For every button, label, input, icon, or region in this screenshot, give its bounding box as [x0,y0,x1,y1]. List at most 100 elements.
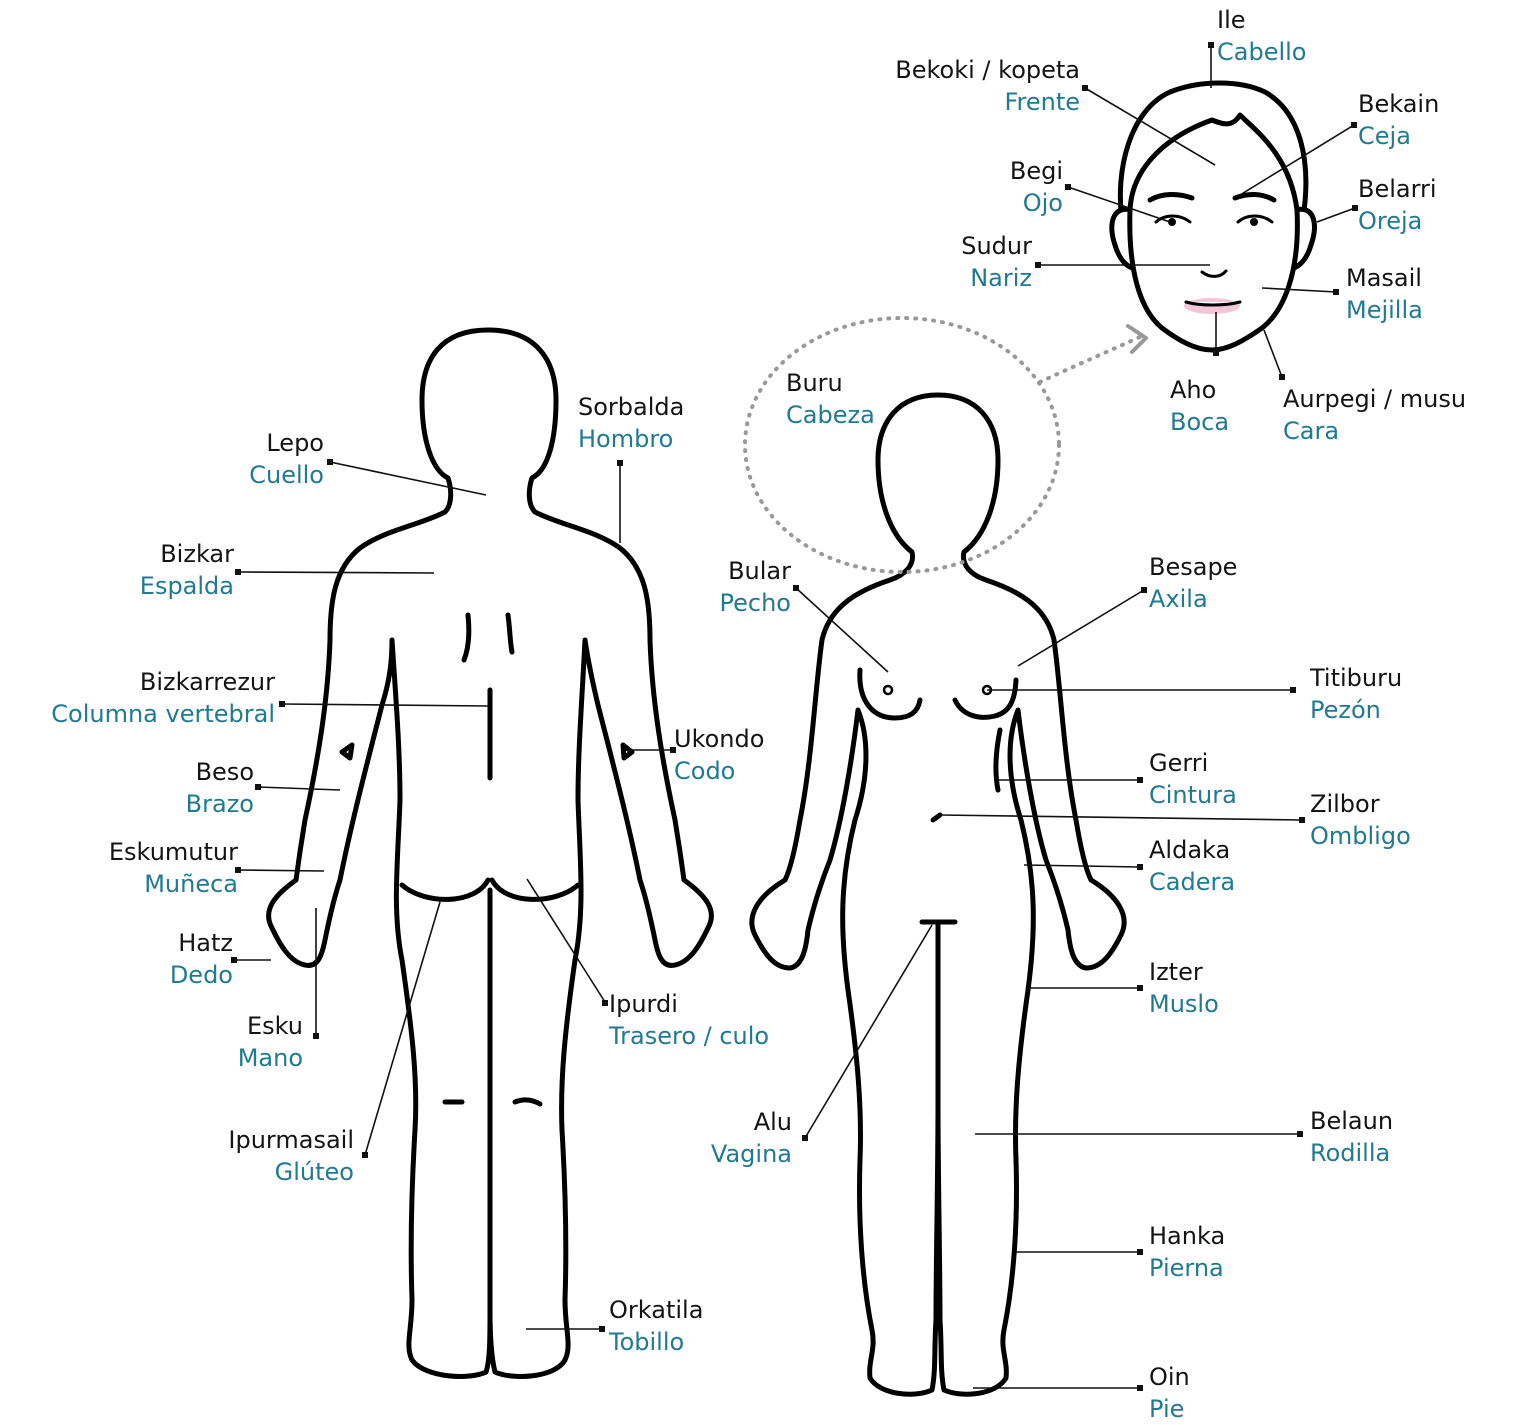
label-sorbalda: Sorbalda Hombro [578,391,684,455]
label-bizkarrezur-spanish: Columna vertebral [51,698,275,730]
label-aldaka: Aldaka Cadera [1149,834,1235,898]
label-buru-basque: Buru [786,367,875,399]
label-besape-spanish: Axila [1149,583,1237,615]
label-sudur-spanish: Nariz [961,262,1032,294]
label-bizkarrezur-basque: Bizkarrezur [51,666,275,698]
label-eskumutur-basque: Eskumutur [109,836,238,868]
label-beso: Beso Brazo [186,756,254,820]
label-aurpegi-basque: Aurpegi / musu [1283,383,1466,415]
label-gerri-spanish: Cintura [1149,779,1237,811]
label-belarri-spanish: Oreja [1358,205,1437,237]
label-eskumutur-spanish: Muñeca [109,868,238,900]
label-bizkar-spanish: Espalda [140,570,234,602]
label-lepo-spanish: Cuello [249,459,324,491]
label-esku: Esku Mano [238,1010,303,1074]
label-bular-spanish: Pecho [720,587,791,619]
label-ukondo-basque: Ukondo [674,723,764,755]
label-belaun-basque: Belaun [1310,1105,1393,1137]
face-figure [1112,83,1315,350]
label-ile: Ile Cabello [1217,4,1306,68]
label-alu-spanish: Vagina [711,1138,792,1170]
label-belaun: Belaun Rodilla [1310,1105,1393,1169]
label-beso-basque: Beso [186,756,254,788]
label-begi-basque: Begi [1010,155,1063,187]
label-bekain: Bekain Ceja [1358,88,1439,152]
label-hanka-basque: Hanka [1149,1220,1225,1252]
label-esku-spanish: Mano [238,1042,303,1074]
label-titiburu: Titiburu Pezón [1310,662,1402,726]
label-hatz-basque: Hatz [170,927,233,959]
back-figure [269,330,712,1376]
label-begi: Begi Ojo [1010,155,1063,219]
label-ipurmasail-spanish: Glúteo [228,1156,354,1188]
label-eskumutur: Eskumutur Muñeca [109,836,238,900]
label-oin: Oin Pie [1149,1361,1190,1425]
label-ile-spanish: Cabello [1217,36,1306,68]
label-belarri-basque: Belarri [1358,173,1437,205]
label-aho-basque: Aho [1170,374,1229,406]
label-izter-spanish: Muslo [1149,988,1219,1020]
label-ipurmasail-basque: Ipurmasail [228,1124,354,1156]
label-besape: Besape Axila [1149,551,1237,615]
label-ipurdi-basque: Ipurdi [609,988,769,1020]
label-ukondo: Ukondo Codo [674,723,764,787]
label-masail-basque: Masail [1346,262,1423,294]
label-bekain-basque: Bekain [1358,88,1439,120]
label-hanka: Hanka Pierna [1149,1220,1225,1284]
nipple-left [884,686,892,694]
label-masail: Masail Mejilla [1346,262,1423,326]
label-bizkar: Bizkar Espalda [140,538,234,602]
label-alu-basque: Alu [711,1106,792,1138]
label-orkatila-basque: Orkatila [609,1294,703,1326]
label-sorbalda-spanish: Hombro [578,423,684,455]
label-hanka-spanish: Pierna [1149,1252,1225,1284]
label-belaun-spanish: Rodilla [1310,1137,1393,1169]
label-sudur: Sudur Nariz [961,230,1032,294]
label-gerri: Gerri Cintura [1149,747,1237,811]
label-aho: Aho Boca [1170,374,1229,438]
label-orkatila: Orkatila Tobillo [609,1294,703,1358]
label-aho-spanish: Boca [1170,406,1229,438]
label-bular: Bular Pecho [720,555,791,619]
label-bular-basque: Bular [720,555,791,587]
label-ipurmasail: Ipurmasail Glúteo [228,1124,354,1188]
label-bekoki-basque: Bekoki / kopeta [895,54,1080,86]
label-oin-basque: Oin [1149,1361,1190,1393]
label-besape-basque: Besape [1149,551,1237,583]
label-lepo-basque: Lepo [249,427,324,459]
label-begi-spanish: Ojo [1010,187,1063,219]
label-beso-spanish: Brazo [186,788,254,820]
label-sudur-basque: Sudur [961,230,1032,262]
label-ipurdi: Ipurdi Trasero / culo [609,988,769,1052]
label-titiburu-basque: Titiburu [1310,662,1402,694]
label-oin-spanish: Pie [1149,1393,1190,1425]
label-hatz: Hatz Dedo [170,927,233,991]
label-aurpegi-spanish: Cara [1283,415,1466,447]
label-esku-basque: Esku [238,1010,303,1042]
label-aurpegi: Aurpegi / musu Cara [1283,383,1466,447]
label-zilbor-spanish: Ombligo [1310,820,1411,852]
label-hatz-spanish: Dedo [170,959,233,991]
label-bekoki: Bekoki / kopeta Frente [895,54,1080,118]
label-izter-basque: Izter [1149,956,1219,988]
label-bekain-spanish: Ceja [1358,120,1439,152]
label-sorbalda-basque: Sorbalda [578,391,684,423]
right-pupil [1250,218,1258,226]
label-ipurdi-spanish: Trasero / culo [609,1020,769,1052]
label-alu: Alu Vagina [711,1106,792,1170]
label-zilbor: Zilbor Ombligo [1310,788,1411,852]
label-izter: Izter Muslo [1149,956,1219,1020]
label-belarri: Belarri Oreja [1358,173,1437,237]
label-aldaka-basque: Aldaka [1149,834,1235,866]
label-buru: Buru Cabeza [786,367,875,431]
label-lepo: Lepo Cuello [249,427,324,491]
label-bizkar-basque: Bizkar [140,538,234,570]
label-titiburu-spanish: Pezón [1310,694,1402,726]
mouth-line [1186,302,1240,305]
label-bekoki-spanish: Frente [895,86,1080,118]
zoom-arrow-line [1040,337,1140,382]
label-zilbor-basque: Zilbor [1310,788,1411,820]
label-ile-basque: Ile [1217,4,1306,36]
label-buru-spanish: Cabeza [786,399,875,431]
label-gerri-basque: Gerri [1149,747,1237,779]
